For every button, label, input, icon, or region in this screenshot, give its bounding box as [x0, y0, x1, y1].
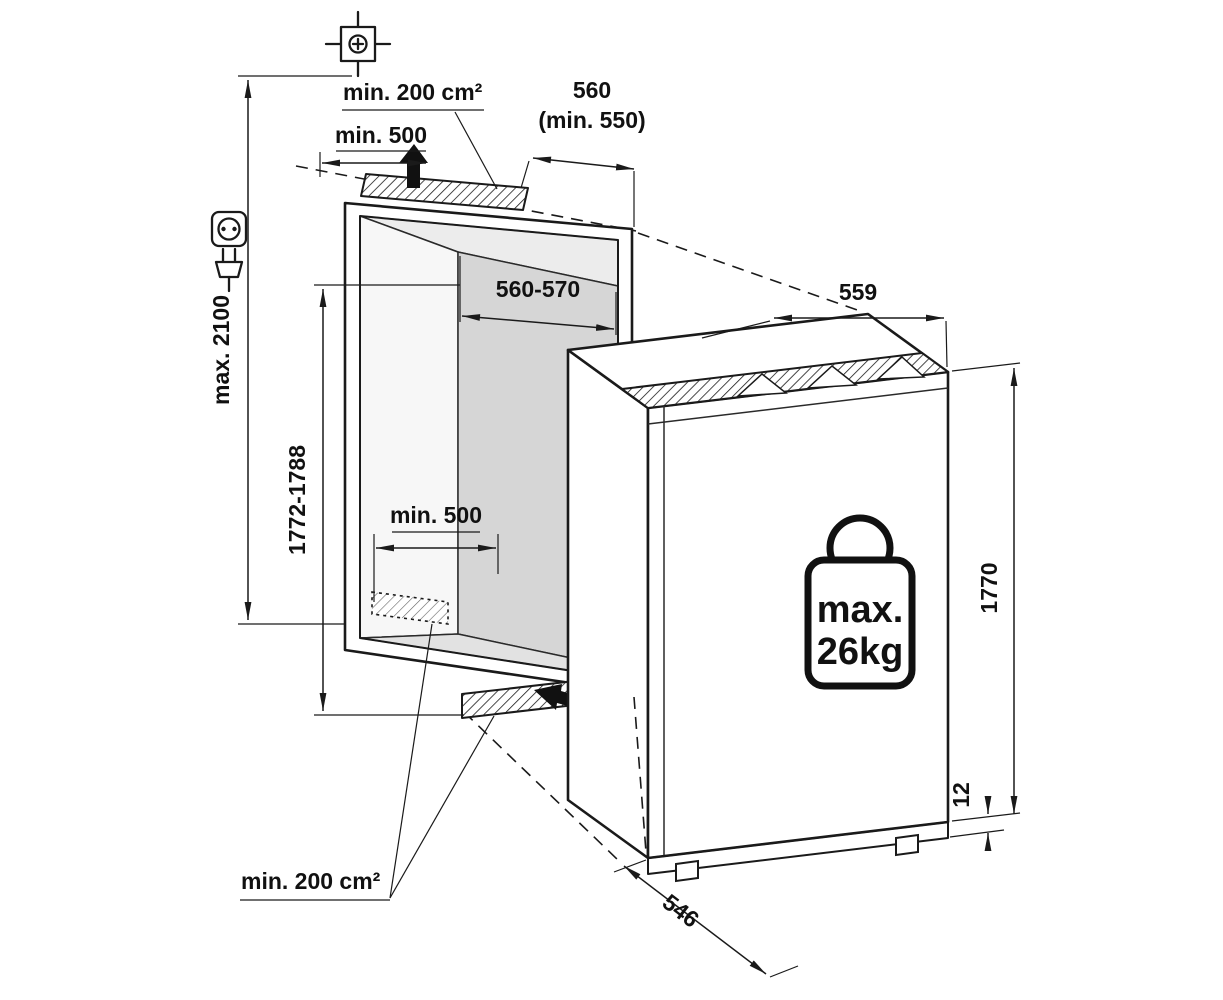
appliance-depth-label: 546	[658, 889, 704, 933]
feet-height-label: 12	[948, 782, 974, 808]
hidden-vent-hatch	[371, 591, 449, 625]
vent-grille-notch	[875, 355, 926, 380]
niche-side-wall	[359, 215, 459, 639]
vent-grille-notch	[735, 373, 788, 397]
bottom-vent-area-label: min. 200 cm²	[241, 868, 381, 894]
power-plug-icon	[214, 247, 244, 293]
projection-line	[633, 696, 647, 853]
base-clearance-label: min. 500	[390, 502, 482, 528]
top-clearance-label: min. 500	[335, 122, 427, 148]
niche-width-label: 560-570	[496, 276, 580, 302]
door-top-edge	[647, 387, 949, 425]
dim-top-clearance: min. 500	[319, 122, 427, 177]
dim-room-height: max. 2100	[208, 75, 352, 625]
dim-niche-width: 560-570	[459, 256, 617, 335]
top-vent-area-label: min. 200 cm²	[343, 79, 483, 105]
dim-top-vent-area: min. 200 cm²	[342, 79, 498, 190]
top-vent-hatch	[360, 173, 529, 211]
appliance-foot	[895, 833, 919, 857]
niche-height-label: 1772-1788	[284, 445, 310, 555]
room-height-label: max. 2100	[208, 295, 234, 405]
dim-appliance-depth: 546	[613, 859, 799, 978]
appliance-height-label: 1770	[976, 562, 1002, 613]
dim-appliance-height: 1770	[951, 362, 1021, 822]
weight-max-label: max.	[817, 589, 904, 631]
dim-niche-depth: 560 (min. 550)	[520, 77, 646, 227]
niche-drawing	[343, 144, 634, 719]
appliance-drawing: max. 26kg	[566, 312, 950, 883]
appliance-left-side	[566, 348, 650, 860]
dim-base-clearance: min. 500	[373, 502, 499, 602]
niche-depth-min-label: (min. 550)	[538, 107, 645, 133]
appliance-foot	[675, 859, 699, 883]
vent-grille-notch	[805, 365, 858, 389]
mounting-cross-icon	[324, 10, 392, 78]
power-socket-icon	[210, 210, 248, 248]
dim-bottom-vent-area: min. 200 cm²	[240, 623, 495, 901]
dim-appliance-width: 559	[701, 279, 948, 368]
appliance-width-label: 559	[839, 279, 877, 305]
weight-icon: max. 26kg	[804, 514, 916, 690]
dim-feet-height: 12	[948, 782, 1005, 851]
dim-niche-height: 1772-1788	[284, 284, 464, 716]
niche-depth-label: 560	[573, 77, 611, 103]
projection-lines	[295, 165, 861, 861]
weight-value-label: 26kg	[817, 631, 904, 673]
